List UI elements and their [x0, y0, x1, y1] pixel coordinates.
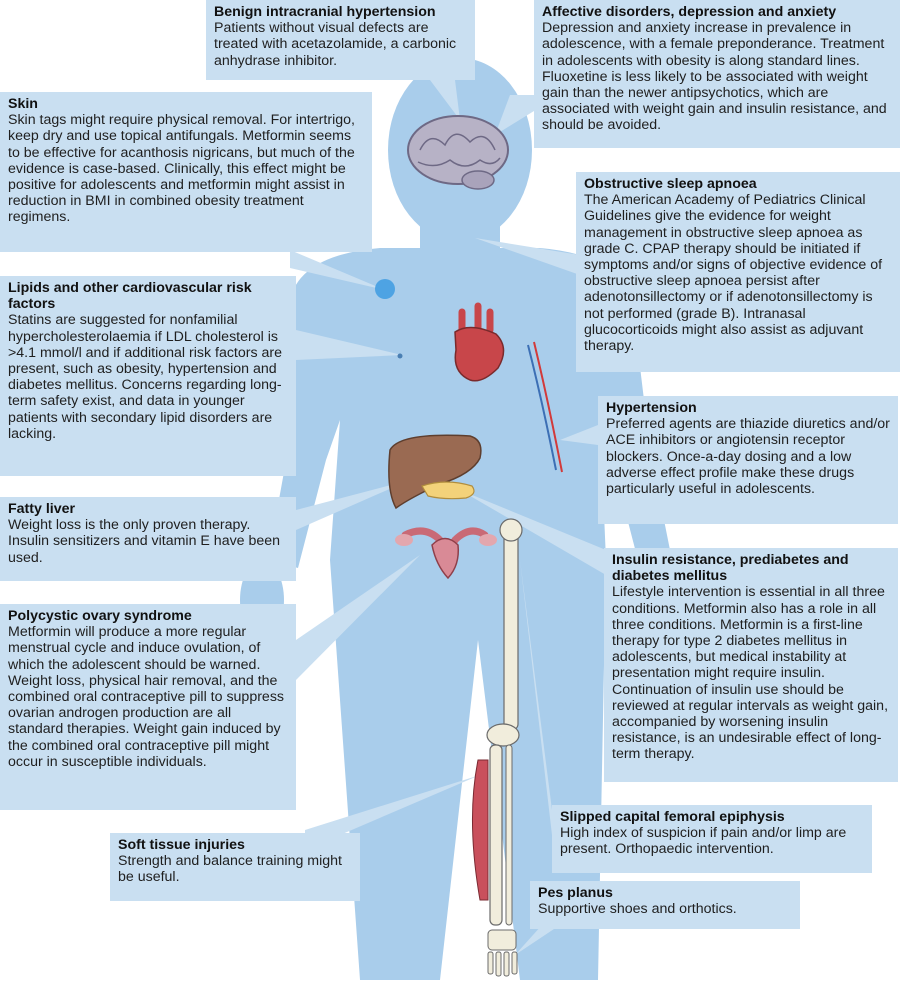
- callout-title: Affective disorders, depression and anxi…: [542, 4, 837, 20]
- pointer-hypertension: [560, 425, 598, 445]
- callout-lipids: Lipids and other cardiovascular risk fac…: [0, 276, 296, 476]
- callout-body: Statins are suggested for nonfamilial hy…: [8, 312, 283, 442]
- callout-body: Strength and balance training might be u…: [118, 853, 342, 886]
- callout-body: Depression and anxiety increase in preva…: [542, 20, 887, 134]
- pointer-pcos: [296, 555, 420, 680]
- callout-body: Supportive shoes and orthotics.: [538, 901, 737, 918]
- callout-title: Lipids and other cardiovascular risk fac…: [8, 280, 252, 313]
- callout-body: Lifestyle intervention is essential in a…: [612, 584, 889, 763]
- callout-slipped-capital-femoral-epiphysis: Slipped capital femoral epiphysis High i…: [552, 805, 872, 873]
- callout-body: Preferred agents are thiazide diuretics …: [606, 416, 890, 498]
- callout-pointers: [290, 80, 606, 955]
- uterus-icon: [395, 527, 497, 580]
- callout-title: Skin: [8, 96, 38, 112]
- callout-body: Weight loss is the only proven therapy. …: [8, 517, 281, 566]
- callout-title: Fatty liver: [8, 501, 76, 517]
- callout-title: Polycystic ovary syndrome: [8, 608, 192, 624]
- callout-fatty-liver: Fatty liver Weight loss is the only prov…: [0, 497, 296, 581]
- calf-muscle-icon: [472, 759, 489, 901]
- callout-body: Skin tags might require physical removal…: [8, 112, 355, 226]
- callout-pes-planus: Pes planus Supportive shoes and orthotic…: [530, 881, 800, 929]
- leg-bone-icon: [486, 518, 523, 926]
- callout-body: High index of suspicion if pain and/or l…: [560, 825, 847, 858]
- foot-bone-icon: [487, 929, 518, 977]
- callout-skin: Skin Skin tags might require physical re…: [0, 92, 372, 252]
- pancreas-icon: [421, 481, 475, 500]
- callout-title: Benign intracranial hypertension: [214, 4, 436, 20]
- pointer-skin: [290, 250, 385, 290]
- pointer-fatty: [296, 480, 410, 530]
- callout-title: Obstructive sleep apnoea: [584, 176, 757, 192]
- callout-body: The American Academy of Pediatrics Clini…: [584, 192, 883, 355]
- callout-obstructive-sleep-apnoea: Obstructive sleep apnoea The American Ac…: [576, 172, 900, 372]
- heart-icon: [454, 302, 505, 382]
- callout-soft-tissue-injuries: Soft tissue injuries Strength and balanc…: [110, 833, 360, 901]
- callout-title: Insulin resistance, prediabetes and diab…: [612, 552, 849, 585]
- pointer-scfe: [520, 560, 552, 835]
- callout-polycystic-ovary-syndrome: Polycystic ovary syndrome Metformin will…: [0, 604, 296, 810]
- callout-body: Patients without visual defects are trea…: [214, 20, 457, 69]
- liver-icon: [388, 434, 482, 510]
- pointer-lipids: [296, 330, 402, 360]
- skin-spot-icon: [375, 279, 395, 299]
- pointer-osa: [475, 238, 580, 275]
- pointer-benign: [430, 80, 460, 120]
- callout-hypertension: Hypertension Preferred agents are thiazi…: [598, 396, 898, 524]
- callout-insulin-resistance: Insulin resistance, prediabetes and diab…: [604, 548, 898, 782]
- brain-icon: [407, 115, 509, 190]
- callout-title: Slipped capital femoral epiphysis: [560, 809, 785, 825]
- callout-body: Metformin will produce a more regular me…: [8, 624, 285, 770]
- pointer-insulin: [460, 490, 606, 575]
- pointer-soft: [305, 775, 480, 850]
- callout-title: Hypertension: [606, 400, 697, 416]
- callout-benign-intracranial-hypertension: Benign intracranial hypertension Patient…: [206, 0, 475, 80]
- callout-title: Pes planus: [538, 885, 613, 901]
- arm-vessels-icon: [527, 341, 563, 473]
- callout-title: Soft tissue injuries: [118, 837, 245, 853]
- callout-affective-disorders: Affective disorders, depression and anxi…: [534, 0, 900, 148]
